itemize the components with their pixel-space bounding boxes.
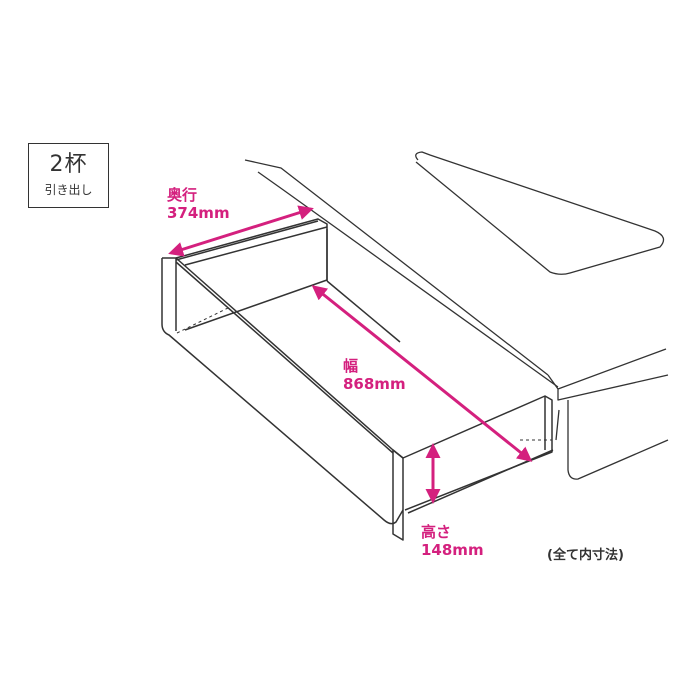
height-dimension: 高さ 148mm	[421, 523, 484, 559]
desk-front-edge	[257, 171, 559, 388]
drawer-back-wall	[175, 218, 328, 331]
width-value: 868mm	[343, 375, 406, 393]
depth-value: 374mm	[167, 204, 230, 222]
inner-dimensions-note: (全て内寸法)	[547, 548, 624, 563]
desk-shelf-front	[547, 348, 669, 401]
drawer-front-panel	[392, 395, 553, 541]
depth-arrow	[168, 205, 314, 257]
desk-base	[555, 400, 669, 480]
drawer-count: 2杯	[49, 152, 88, 177]
desk-body	[244, 151, 669, 480]
drawer-rim	[175, 220, 328, 281]
width-dimension: 幅 868mm	[343, 357, 406, 393]
height-label: 高さ	[421, 523, 452, 541]
height-value: 148mm	[421, 541, 484, 559]
depth-label: 奥行	[167, 186, 198, 204]
drawer-count-badge: 2杯 引き出し	[28, 143, 109, 208]
width-arrow	[311, 285, 533, 462]
drawer-label: 引き出し	[44, 183, 93, 197]
desk-top-slab	[415, 151, 665, 275]
depth-dimension: 奥行 374mm	[167, 186, 230, 222]
desk-top-edge	[244, 159, 549, 376]
width-label: 幅	[343, 357, 359, 375]
dimension-arrows	[168, 205, 533, 504]
